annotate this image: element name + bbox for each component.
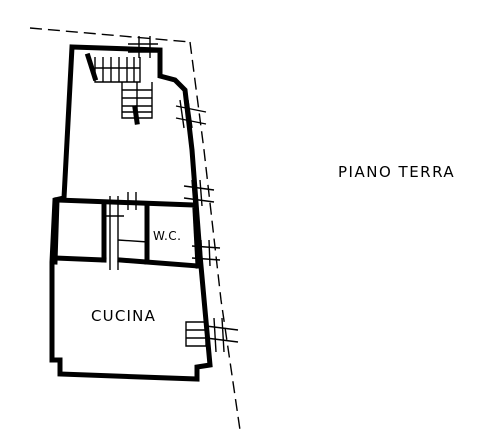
room-label-wc: W.C. xyxy=(153,229,182,243)
property-boundary xyxy=(29,27,241,431)
room-label-kitchen: CUCINA xyxy=(91,307,156,325)
floor-label: PIANO TERRA xyxy=(338,163,455,181)
openings xyxy=(104,36,239,353)
interior-walls xyxy=(52,197,201,269)
exterior-walls xyxy=(49,44,213,382)
staircase xyxy=(84,52,153,125)
